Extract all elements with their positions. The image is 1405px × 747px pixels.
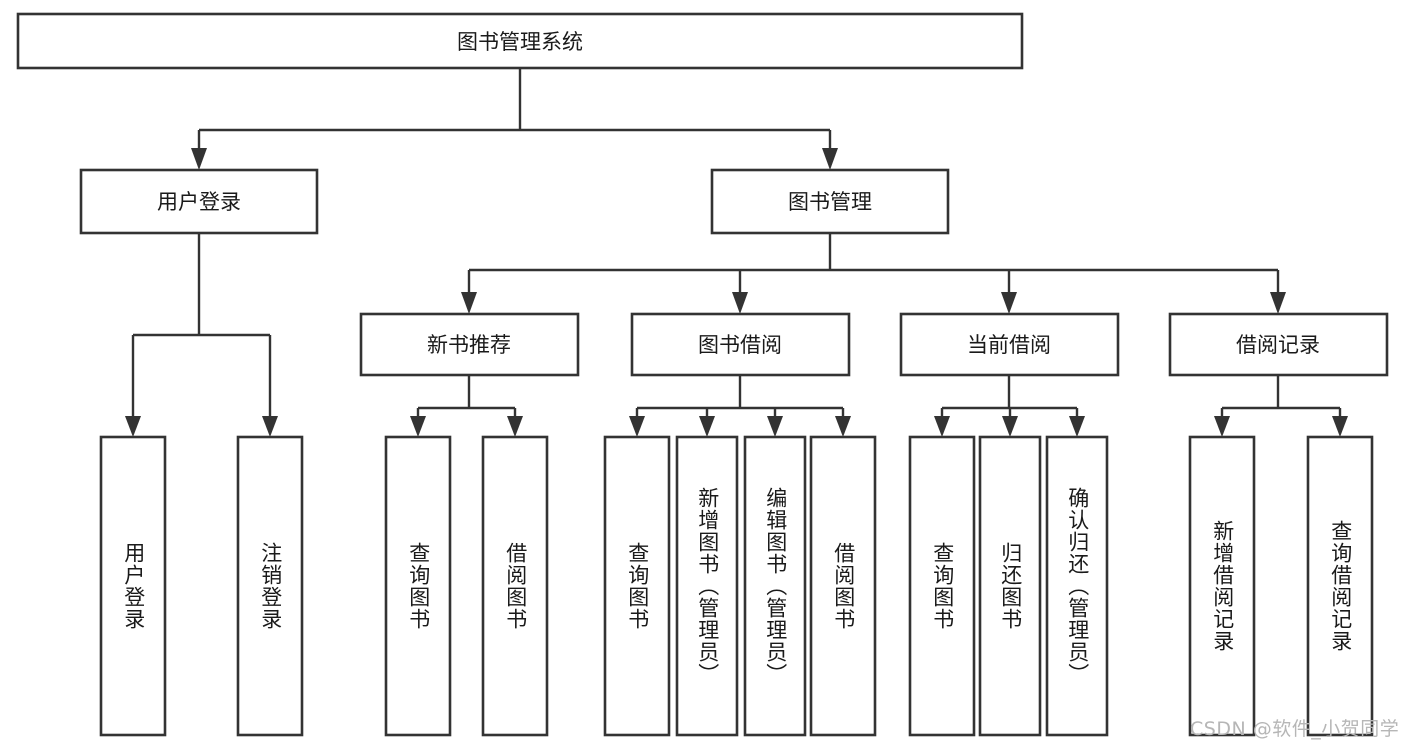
leaf-box-current-borrow-2[interactable] — [978, 435, 1042, 737]
arrow-to-new-book — [461, 292, 477, 314]
node-user-login[interactable]: 用户登录 — [79, 168, 319, 235]
arrow-to-user-login — [191, 148, 207, 170]
leaf-box-new-book-1[interactable] — [384, 435, 452, 737]
csdn-watermark: CSDN @软件_小贺同学 — [1190, 718, 1400, 740]
node-book-manage-label: 图书管理 — [788, 190, 872, 214]
node-book-borrow[interactable]: 图书借阅 — [630, 312, 851, 377]
arrow-to-user-login-leaf — [125, 416, 141, 437]
leaf-box-user-login-1[interactable] — [99, 435, 167, 737]
leaf-box-new-book-2[interactable] — [481, 435, 549, 737]
leaf-box-borrow-record-1[interactable] — [1188, 435, 1256, 737]
arrow-bookborrow-leaf-1 — [629, 416, 645, 437]
node-book-manage[interactable]: 图书管理 — [710, 168, 950, 235]
arrow-currentborrow-leaf-3 — [1069, 416, 1085, 437]
arrow-to-borrow-record — [1270, 292, 1286, 314]
leaf-box-book-borrow-1[interactable] — [603, 435, 671, 737]
leaf-box-book-borrow-2[interactable] — [675, 435, 739, 737]
node-new-book[interactable]: 新书推荐 — [359, 312, 580, 377]
arrow-to-book-borrow — [732, 292, 748, 314]
node-root-box[interactable] — [16, 12, 1024, 70]
leaf-box-book-borrow-3[interactable] — [743, 435, 807, 737]
leaf-box-current-borrow-3[interactable] — [1045, 435, 1109, 737]
arrow-bookborrow-leaf-3 — [767, 416, 783, 437]
node-book-borrow-label: 图书借阅 — [698, 333, 782, 357]
arrow-currentborrow-leaf-2 — [1002, 416, 1018, 437]
node-borrow-record-box[interactable] — [1168, 312, 1389, 377]
node-root-label: 图书管理系统 — [457, 30, 583, 54]
node-root[interactable]: 图书管理系统 — [16, 12, 1024, 70]
node-user-login-label: 用户登录 — [157, 190, 241, 214]
arrow-newbook-leaf-2 — [507, 416, 523, 437]
arrow-bookborrow-leaf-4 — [835, 416, 851, 437]
node-book-manage-box[interactable] — [710, 168, 950, 235]
arrow-borrowrecord-leaf-2 — [1332, 416, 1348, 437]
node-borrow-record-label: 借阅记录 — [1236, 333, 1320, 357]
leaf-box-book-borrow-4[interactable] — [809, 435, 877, 737]
leaf-box-user-login-2[interactable] — [236, 435, 304, 737]
leaf-box-borrow-record-2[interactable] — [1306, 435, 1374, 737]
arrow-to-book-manage — [822, 148, 838, 170]
node-current-borrow-box[interactable] — [899, 312, 1120, 377]
arrow-to-current-borrow — [1001, 292, 1017, 314]
node-new-book-box[interactable] — [359, 312, 580, 377]
node-book-borrow-box[interactable] — [630, 312, 851, 377]
node-user-login-box[interactable] — [79, 168, 319, 235]
node-current-borrow-label: 当前借阅 — [967, 333, 1051, 357]
node-borrow-record[interactable]: 借阅记录 — [1168, 312, 1389, 377]
arrow-newbook-leaf-1 — [410, 416, 426, 437]
node-layer: 图书管理系统 用户登录 图书管理 新书推荐 图书借阅 当前 — [16, 12, 1389, 737]
connector-layer — [125, 68, 1348, 437]
arrow-borrowrecord-leaf-1 — [1214, 416, 1230, 437]
arrow-bookborrow-leaf-2 — [699, 416, 715, 437]
arrow-to-logout-leaf — [262, 416, 278, 437]
leaf-box-current-borrow-1[interactable] — [908, 435, 976, 737]
node-current-borrow[interactable]: 当前借阅 — [899, 312, 1120, 377]
node-new-book-label: 新书推荐 — [427, 333, 511, 357]
arrow-currentborrow-leaf-1 — [934, 416, 950, 437]
